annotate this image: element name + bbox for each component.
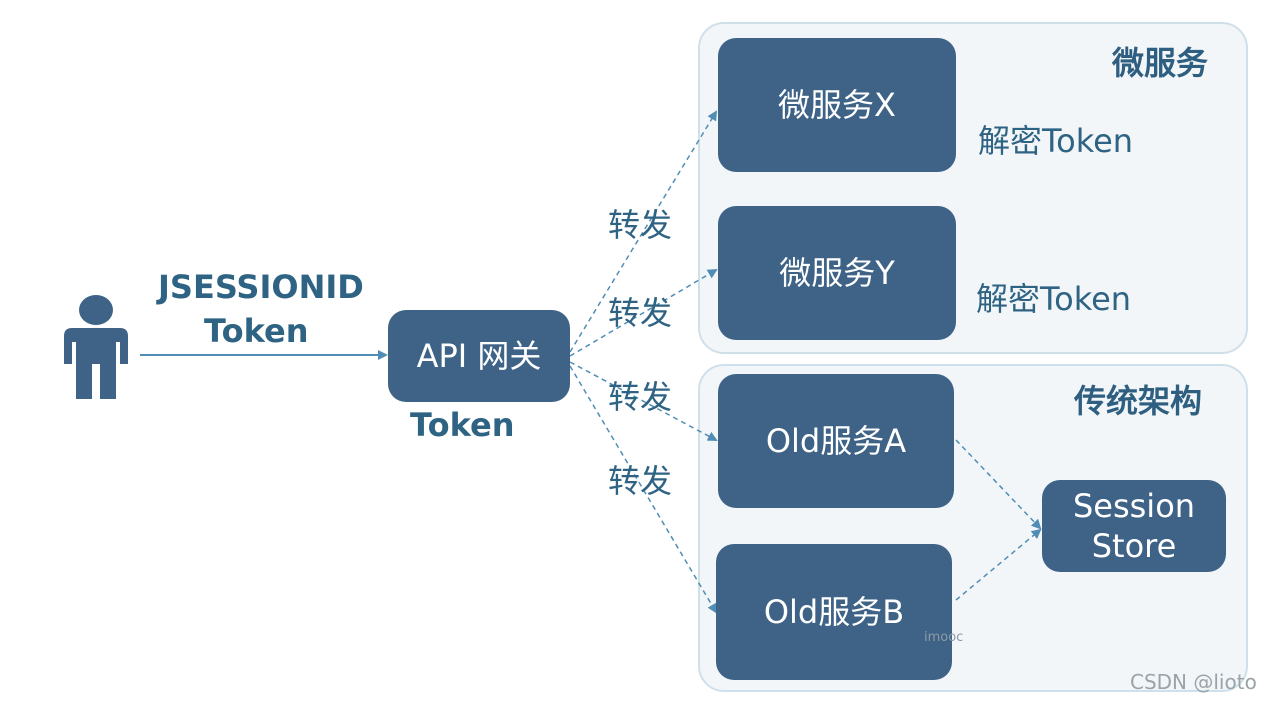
gateway-to-svc-y-arrow [569,268,718,357]
forward-label-1: 转发 [608,206,673,244]
old-b-to-session-store-arrow [955,528,1042,601]
microservice-y-label: 微服务Y [779,254,895,292]
user-token-label: Token [204,312,309,350]
gateway-to-svc-x-arrow [569,110,718,353]
session-store-node: Session Store [1042,480,1226,572]
microservices-group-title: 微服务 [1112,44,1209,82]
forward-label-2: 转发 [608,294,673,332]
old-service-a-label: Old服务A [765,422,907,460]
user-jsessionid-label: JSESSIONID [158,268,364,306]
decrypt-token-label-x: 解密Token [978,122,1134,160]
old-a-to-session-store-arrow [955,439,1042,530]
gateway-to-old-a-arrow [569,361,718,441]
gateway-token-label: Token [410,406,515,444]
old-service-a-node: Old服务A [718,374,954,508]
microservice-x-node: 微服务X [718,38,956,172]
old-service-b-label: Old服务B [763,593,905,631]
api-gateway-node: API 网关 [388,310,570,402]
microservice-x-label: 微服务X [778,86,896,124]
imooc-watermark: imooc [924,630,964,645]
microservice-y-node: 微服务Y [718,206,956,340]
user-icon [64,295,128,399]
api-gateway-label: API 网关 [416,337,542,375]
decrypt-token-label-y: 解密Token [976,280,1132,318]
csdn-watermark: CSDN @lioto [1130,670,1257,694]
forward-label-3: 转发 [608,378,673,416]
session-store-label-line2: Store [1091,527,1177,565]
forward-label-4: 转发 [608,462,673,500]
legacy-group-title: 传统架构 [1074,382,1203,420]
gateway-to-old-b-arrow [569,365,718,614]
session-store-label-line1: Session [1072,487,1196,525]
old-service-b-node: Old服务B [716,544,952,680]
